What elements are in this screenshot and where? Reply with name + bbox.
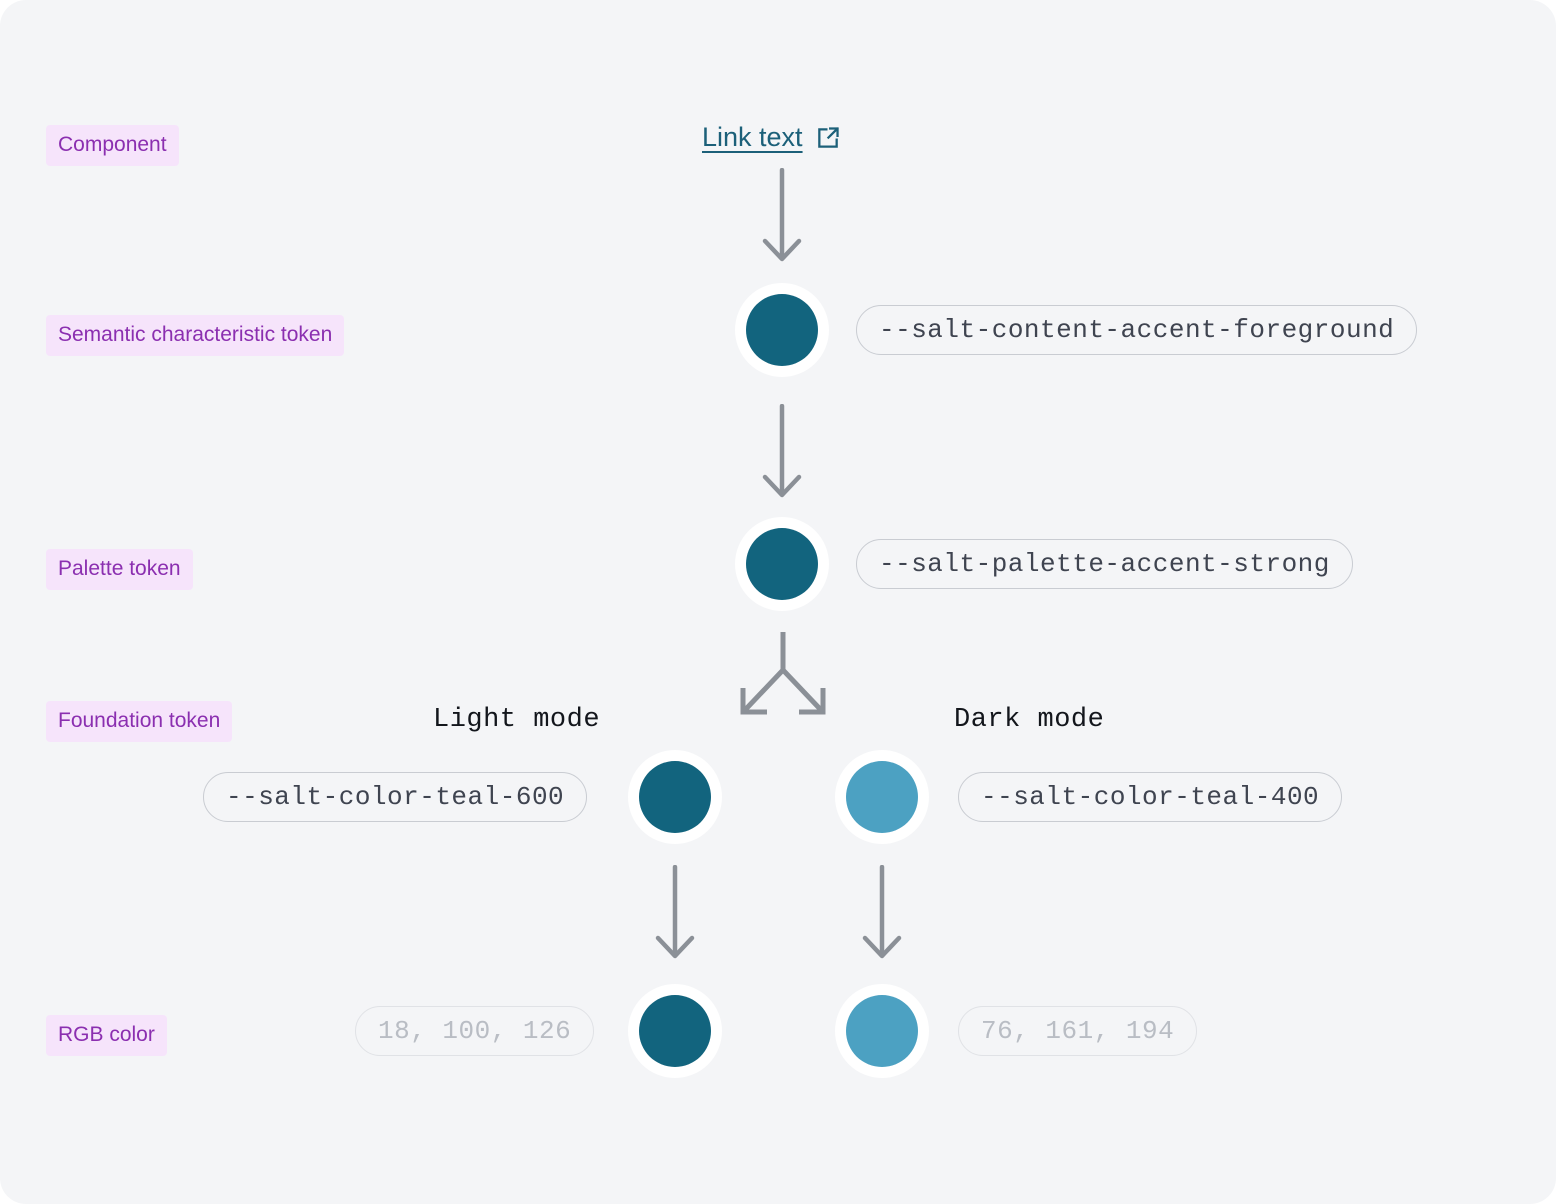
caption-light-mode: Light mode [433,705,601,735]
arrow-component-to-semantic [752,167,812,277]
row-label-palette-token: Palette token [46,549,193,590]
swatch-color-rgb-light [639,995,711,1067]
swatch-color-foundation-light [639,761,711,833]
arrow-branch-palette-to-foundation [728,628,838,733]
swatch-semantic [735,283,829,377]
rgb-value-dark[interactable]: 76, 161, 194 [958,1006,1198,1056]
swatch-rgb-light [628,984,722,1078]
token-pill-palette[interactable]: --salt-palette-accent-strong [856,539,1353,589]
external-link-icon [815,125,841,151]
token-pill-semantic[interactable]: --salt-content-accent-foreground [856,305,1418,355]
swatch-color-semantic [746,294,818,366]
swatch-rgb-dark [835,984,929,1078]
link-text-label[interactable]: Link text [702,122,803,152]
swatch-foundation-dark [835,750,929,844]
arrow-foundation-dark-to-rgb [852,864,912,974]
swatch-color-palette-token [746,528,818,600]
row-label-component: Component [46,125,179,166]
swatch-foundation-light [628,750,722,844]
row-label-rgb-color: RGB color [46,1015,167,1056]
row-label-semantic-characteristic-token: Semantic characteristic token [46,315,345,356]
component-link[interactable]: Link text [702,122,841,153]
swatch-color-rgb-dark [846,995,918,1067]
swatch-color-foundation-dark [846,761,918,833]
rgb-value-light[interactable]: 18, 100, 126 [355,1006,595,1056]
caption-dark-mode: Dark mode [954,705,1105,735]
arrow-foundation-light-to-rgb [645,864,705,974]
row-label-foundation-token: Foundation token [46,701,233,742]
arrow-semantic-to-palette [752,403,812,513]
swatch-palette-token [735,517,829,611]
token-pill-foundation-dark[interactable]: --salt-color-teal-400 [958,772,1343,822]
token-pill-foundation-light[interactable]: --salt-color-teal-600 [203,772,588,822]
